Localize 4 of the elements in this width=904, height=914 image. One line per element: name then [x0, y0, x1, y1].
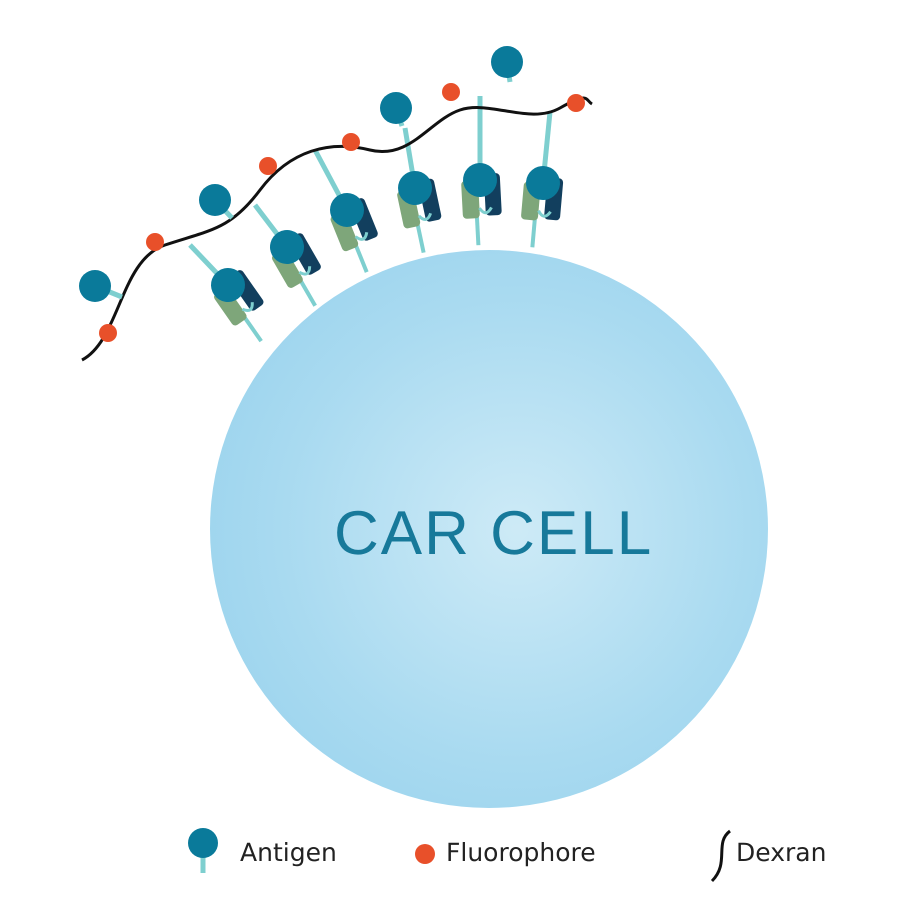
legend-label: Antigen — [240, 838, 337, 867]
legend-label: Fluorophore — [446, 838, 596, 867]
cell-label: CAR CELL — [334, 498, 654, 569]
legend-label: Dexran — [736, 838, 826, 867]
